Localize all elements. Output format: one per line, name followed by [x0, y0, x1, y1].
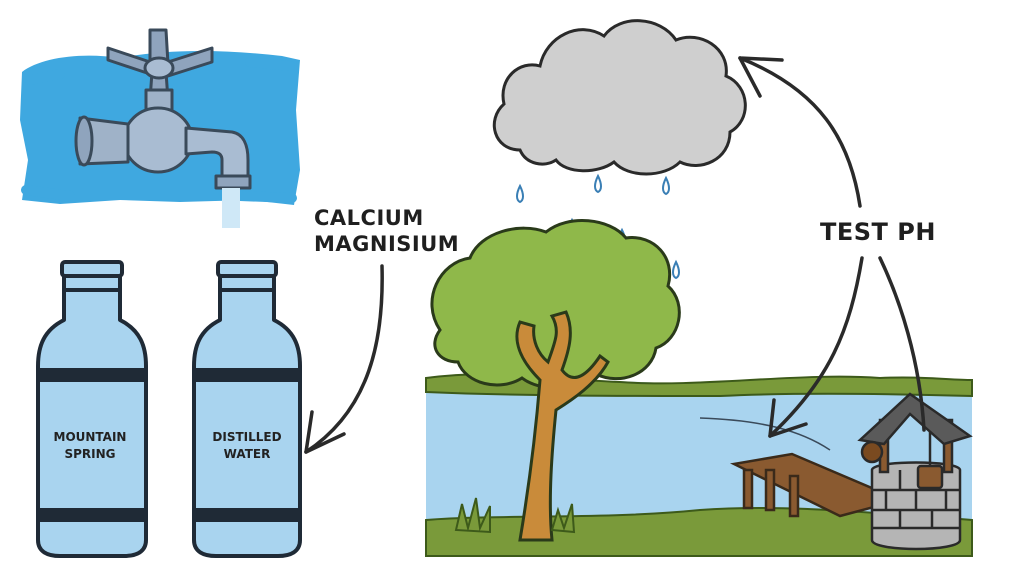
cloud-icon [492, 19, 747, 176]
distilled-water-bottle [192, 260, 302, 558]
test-ph-arrows [738, 56, 926, 438]
minerals-arrow [304, 264, 384, 454]
grass-tufts [454, 497, 576, 534]
bottle-label-distilled: DISTILLED [212, 430, 282, 444]
test-ph-label: TEST PH [820, 218, 936, 246]
bottle-label-water: WATER [223, 447, 271, 461]
tree-icon [430, 219, 681, 542]
dock-icon [729, 452, 904, 518]
bottle-label-mountain: MOUNTAIN [53, 430, 127, 444]
mountain-spring-bottle [36, 260, 148, 558]
water-stream [222, 188, 240, 228]
minerals-label-magnisium: MAGNISIUM [314, 232, 460, 256]
faucet-icon [74, 28, 252, 190]
well-icon [857, 392, 973, 551]
minerals-label-calcium: CALCIUM [314, 206, 424, 230]
bottle-label-spring: SPRING [64, 447, 116, 461]
